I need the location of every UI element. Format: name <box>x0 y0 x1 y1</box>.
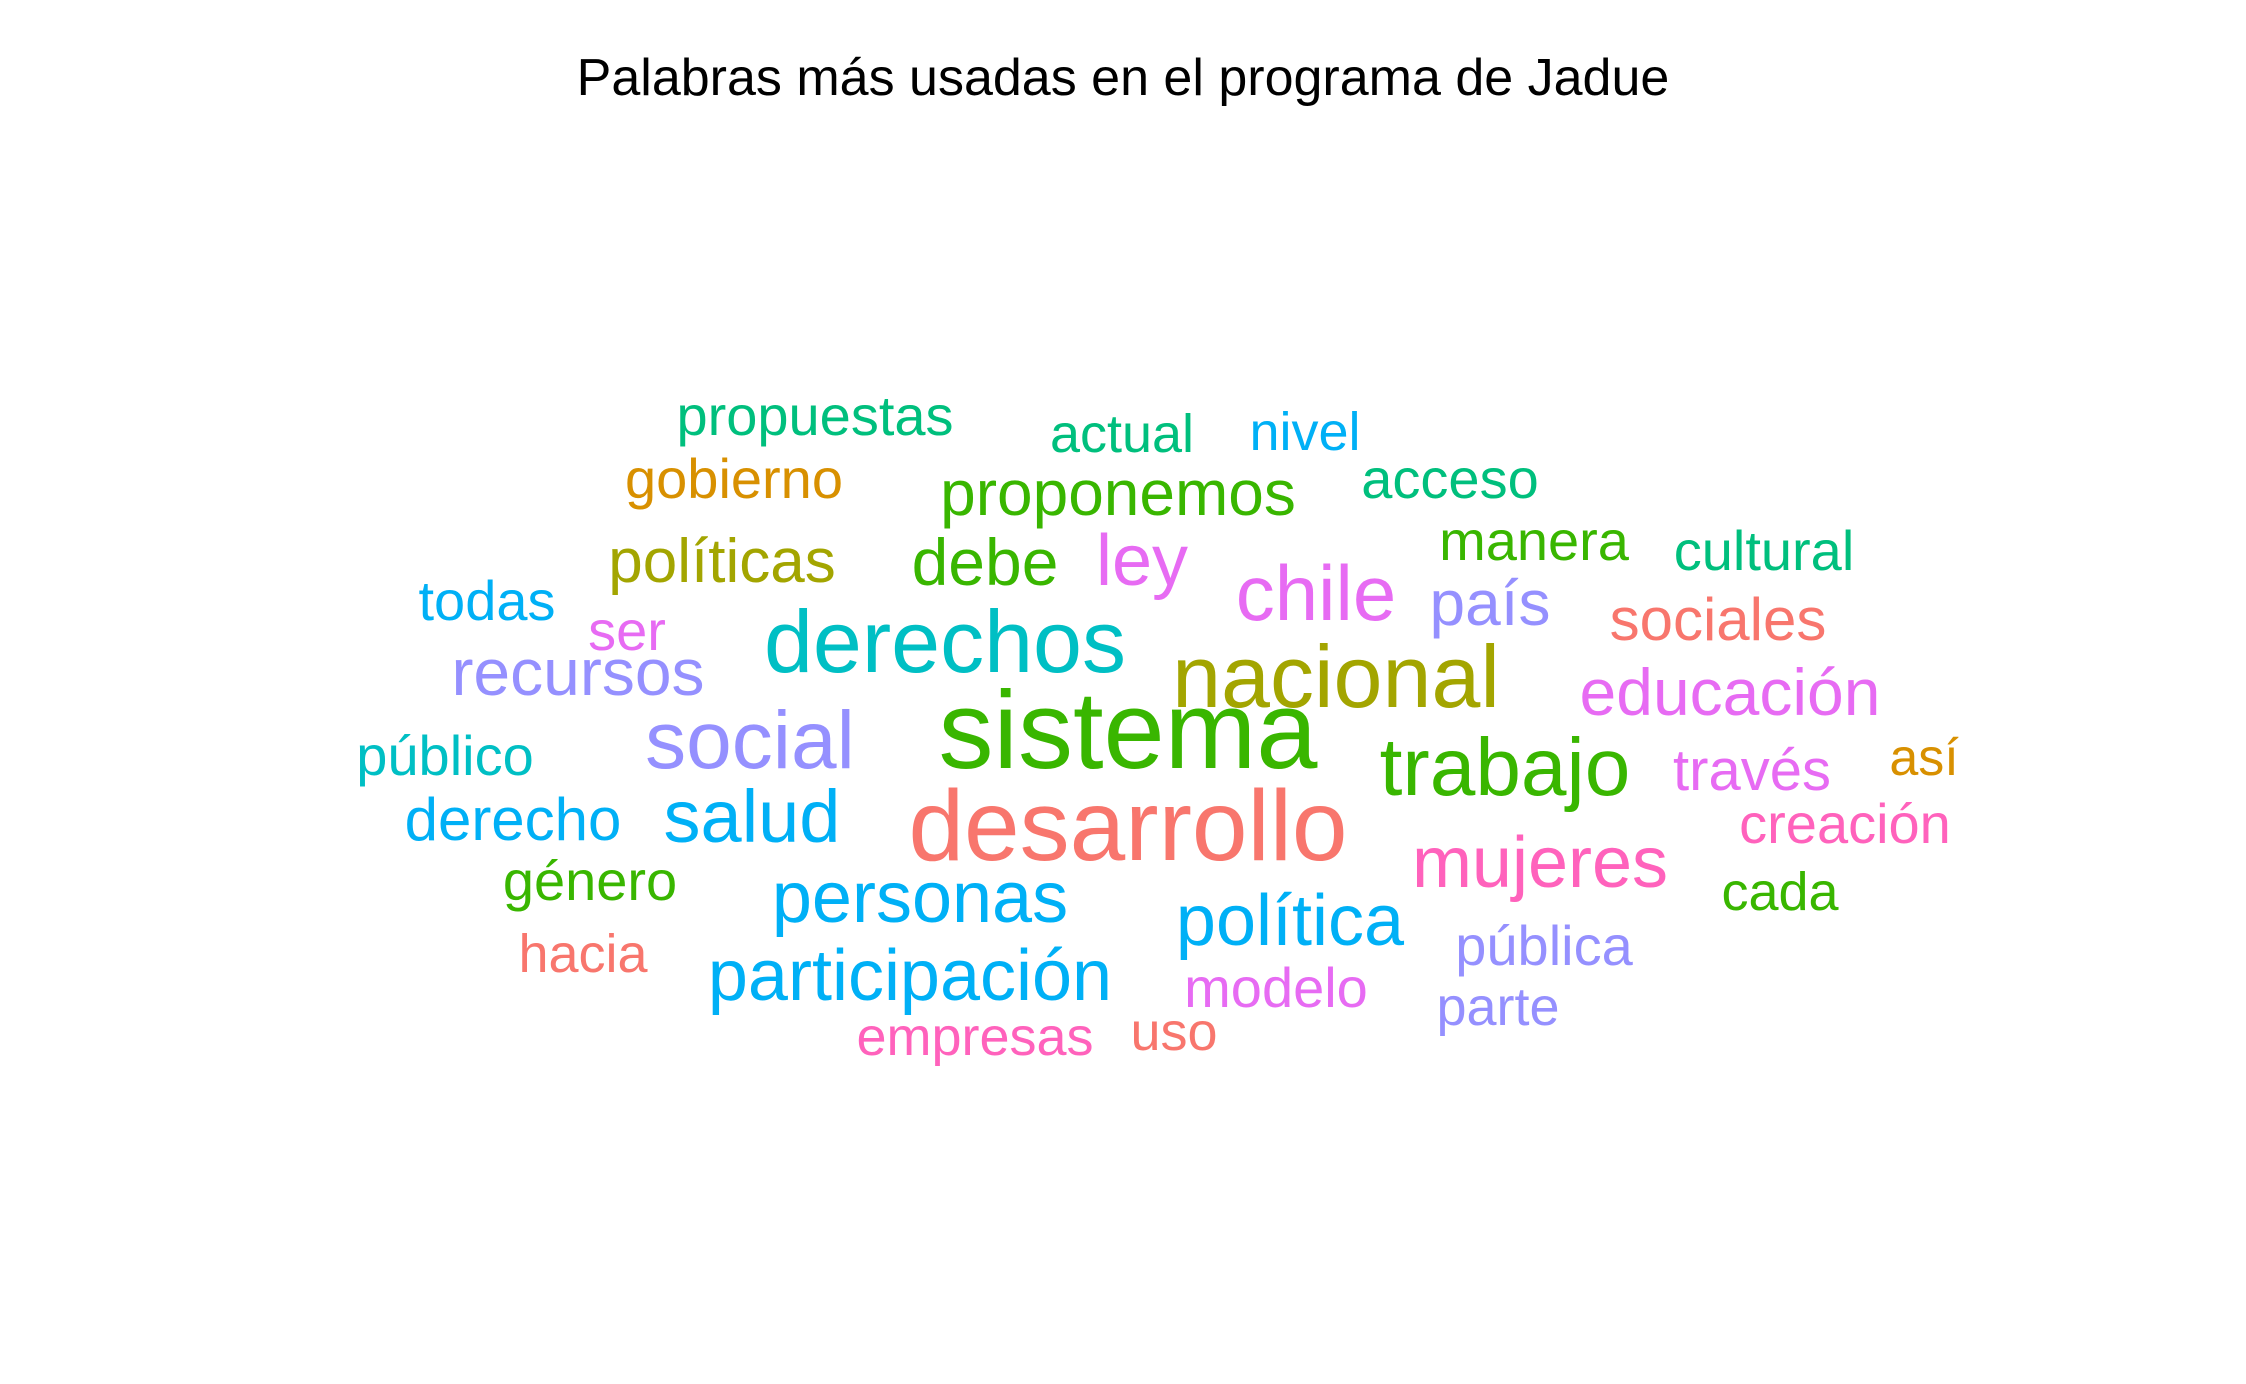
word-política: política <box>1176 881 1405 961</box>
word-nivel: nivel <box>1249 402 1360 462</box>
word-propuestas: propuestas <box>676 384 953 447</box>
word-país: país <box>1430 567 1551 639</box>
word-empresas: empresas <box>856 1007 1093 1067</box>
word-desarrollo: desarrollo <box>908 770 1347 882</box>
word-recursos: recursos <box>451 635 704 709</box>
word-sociales: sociales <box>1610 586 1827 653</box>
word-políticas: políticas <box>608 527 835 596</box>
word-creación: creación <box>1739 792 1951 855</box>
word-uso: uso <box>1130 1002 1217 1062</box>
word-cada: cada <box>1721 862 1839 922</box>
word-actual: actual <box>1050 404 1194 464</box>
word-sistema: sistema <box>939 669 1319 792</box>
word-manera: manera <box>1439 509 1630 572</box>
word-educación: educación <box>1580 655 1881 729</box>
word-género: género <box>503 849 677 912</box>
word-través: través <box>1673 738 1831 803</box>
word-parte: parte <box>1436 977 1559 1037</box>
word-nacional: nacional <box>1172 627 1500 726</box>
word-derecho: derecho <box>405 786 622 853</box>
word-salud: salud <box>664 775 841 858</box>
chart-title: Palabras más usadas en el programa de Ja… <box>576 49 1670 107</box>
word-trabajo: trabajo <box>1380 722 1631 813</box>
word-chile: chile <box>1236 549 1396 637</box>
word-personas: personas <box>772 858 1068 938</box>
word-hacia: hacia <box>518 924 648 984</box>
word-derechos: derechos <box>764 592 1126 691</box>
word-todas: todas <box>419 569 556 632</box>
word-público: público <box>356 724 533 787</box>
word-cultural: cultural <box>1674 519 1855 582</box>
word-ser: ser <box>588 599 666 662</box>
word-gobierno: gobierno <box>625 447 843 510</box>
word-proponemos: proponemos <box>940 457 1296 529</box>
word-acceso: acceso <box>1361 447 1538 510</box>
word-modelo: modelo <box>1184 956 1368 1019</box>
word-debe: debe <box>912 525 1059 599</box>
word-pública: pública <box>1455 914 1633 977</box>
word-participación: participación <box>708 936 1112 1016</box>
word-mujeres: mujeres <box>1412 823 1668 903</box>
word-social: social <box>645 695 855 786</box>
word-así: así <box>1889 729 1959 787</box>
word-ley: ley <box>1096 521 1188 601</box>
